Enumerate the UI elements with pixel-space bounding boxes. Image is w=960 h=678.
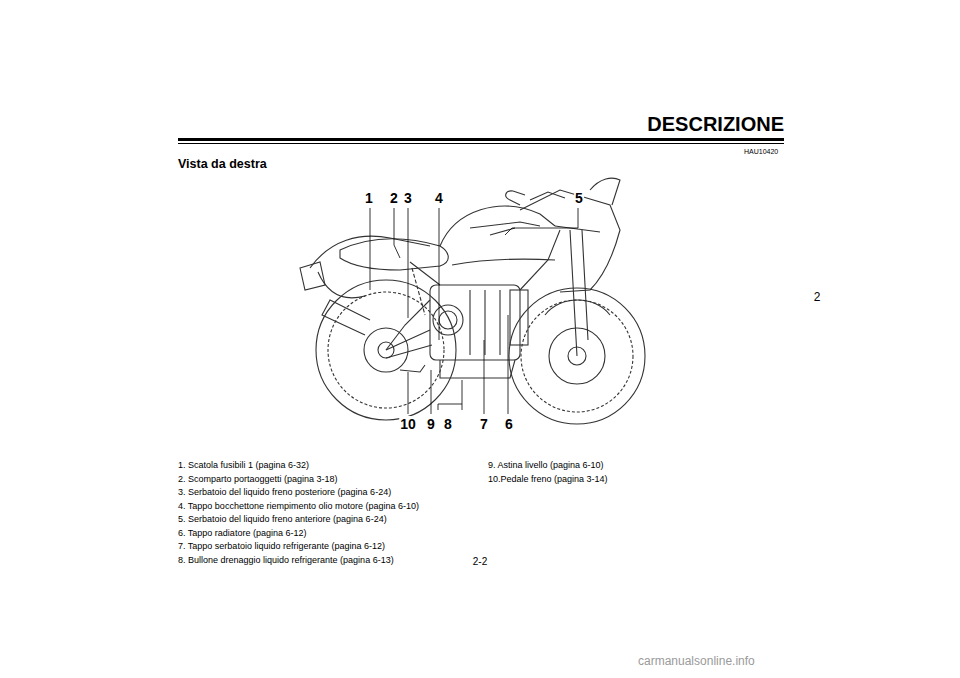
callout-number: 3 <box>403 190 413 206</box>
callout-number: 5 <box>574 190 584 206</box>
legend-item: 5. Serbatoio del liquido freno anteriore… <box>178 514 387 524</box>
legend-item: 8. Bullone drenaggio liquido refrigerant… <box>178 555 394 565</box>
page-number: 2-2 <box>473 556 487 568</box>
callout-number: 6 <box>504 416 514 432</box>
legend-item: 1. Scatola fusibili 1 (pagina 6-32) <box>178 460 309 470</box>
watermark: carmanualsonline.info <box>638 655 755 669</box>
callout-number: 7 <box>479 416 489 432</box>
motorcycle-drawing <box>300 178 645 424</box>
callout-number: 9 <box>426 416 436 432</box>
chapter-tab: 2 <box>814 291 821 305</box>
header-rule <box>178 138 784 144</box>
callout-number: 8 <box>443 416 453 432</box>
callout-number: 1 <box>364 190 374 206</box>
legend-item: 10.Pedale freno (pagina 3-14) <box>488 474 608 484</box>
legend-item: 7. Tappo serbatoio liquido refrigerante … <box>178 541 385 551</box>
callout-number: 4 <box>434 190 444 206</box>
legend-item: 4. Tappo bocchettone riempimento olio mo… <box>178 501 419 511</box>
leader-lines <box>370 208 578 414</box>
legend-item: 2. Scomparto portaoggetti (pagina 3-18) <box>178 474 338 484</box>
legend-item: 3. Serbatoio del liquido freno posterior… <box>178 487 391 497</box>
doc-code: HAU10420 <box>744 148 778 156</box>
page-title: DESCRIZIONE <box>647 113 784 136</box>
callout-number: 10 <box>399 416 417 432</box>
legend-item: 9. Astina livello (pagina 6-10) <box>488 460 604 470</box>
section-heading: Vista da destra <box>178 157 267 171</box>
legend-item: 6. Tappo radiatore (pagina 6-12) <box>178 528 306 538</box>
callout-number: 2 <box>389 190 399 206</box>
